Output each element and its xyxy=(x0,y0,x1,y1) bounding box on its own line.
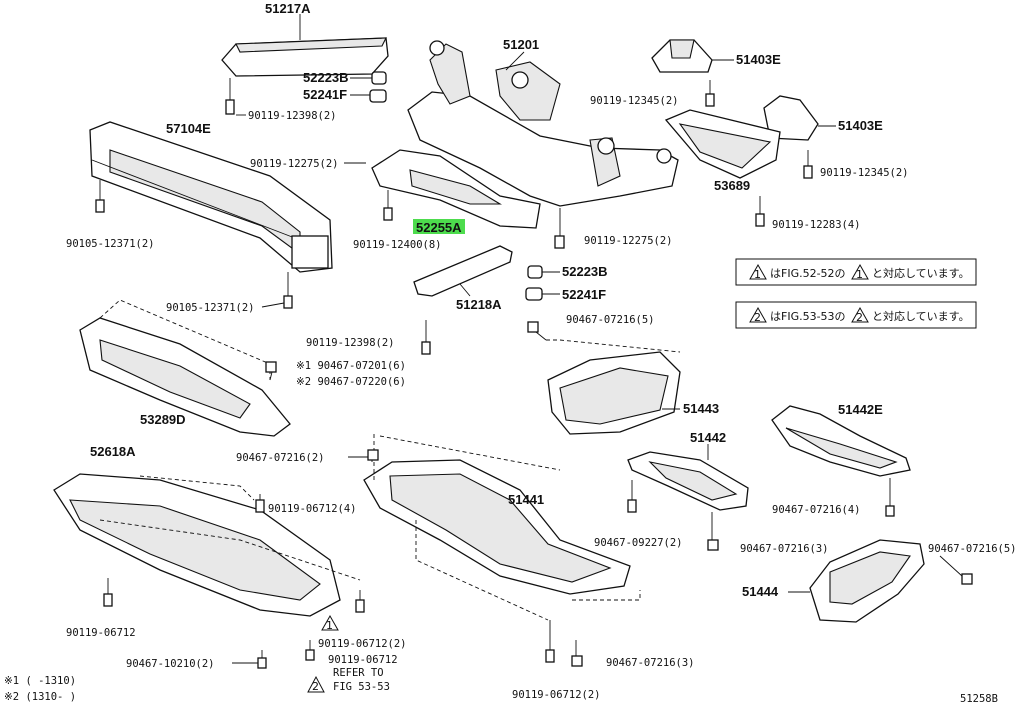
fastener-12283[interactable]: 90119-12283(4) xyxy=(772,219,861,231)
part-52223B[interactable]: 52223B xyxy=(562,264,608,279)
svg-text:2: 2 xyxy=(754,311,761,324)
part-51218A[interactable]: 51218A xyxy=(456,297,502,312)
part-51444[interactable]: 51444 xyxy=(742,584,779,599)
footnote-2: ※2 (1310- ) xyxy=(4,691,76,703)
svg-text:1: 1 xyxy=(754,268,761,281)
svg-text:と対応しています。: と対応しています。 xyxy=(872,266,970,280)
part-51217A-drawing xyxy=(221,14,389,115)
part-51443[interactable]: 51443 xyxy=(683,401,719,416)
fastener-12275-left[interactable]: 90119-12275(2) xyxy=(250,158,339,170)
fastener-07220[interactable]: ※2 90467-07220(6) xyxy=(296,376,406,388)
fastener-06712-plain[interactable]: 90119-06712 xyxy=(328,654,398,666)
part-51218A-drawing xyxy=(413,245,513,297)
svg-text:1: 1 xyxy=(856,268,863,281)
fastener-12371-a[interactable]: 90105-12371(2) xyxy=(66,238,155,250)
part-53689[interactable]: 53689 xyxy=(714,178,750,193)
cushions-top xyxy=(369,71,387,103)
fastener-12345-right[interactable]: 90119-12345(2) xyxy=(820,167,909,179)
part-51441[interactable]: 51441 xyxy=(508,492,544,507)
fastener-12400[interactable]: 90119-12400(8) xyxy=(353,239,442,251)
part-53289D[interactable]: 53289D xyxy=(140,412,186,427)
fastener-07201[interactable]: ※1 90467-07201(6) xyxy=(296,360,406,372)
fastener-12275-right[interactable]: 90119-12275(2) xyxy=(584,235,673,247)
part-53289D-drawing xyxy=(79,299,291,437)
part-51442E[interactable]: 51442E xyxy=(838,402,883,417)
svg-text:はFIG.52-52の: はFIG.52-52の xyxy=(770,267,846,280)
part-51444-drawing xyxy=(809,539,973,623)
note-box-1: 1 はFIG.52-52の 1 と対応しています。 xyxy=(735,258,977,286)
part-52255A[interactable]: 52255A xyxy=(416,220,462,235)
part-57104E-drawing xyxy=(89,121,333,309)
fastener-12371-b[interactable]: 90105-12371(2) xyxy=(166,302,255,314)
highlight-52255A xyxy=(413,219,465,234)
part-52618A-drawing xyxy=(53,473,365,669)
svg-text:はFIG.53-53の: はFIG.53-53の xyxy=(770,310,846,323)
part-51442-drawing xyxy=(627,444,749,551)
fastener-07216-2[interactable]: 90467-07216(2) xyxy=(236,452,325,464)
note-box-2: 2 はFIG.53-53の 2 と対応しています。 xyxy=(735,301,977,329)
svg-text:2: 2 xyxy=(856,311,863,324)
svg-text:と対応しています。: と対応しています。 xyxy=(872,309,970,323)
fastener-12345-top[interactable]: 90119-12345(2) xyxy=(590,95,679,107)
part-57104E[interactable]: 57104E xyxy=(166,121,211,136)
part-51443-drawing xyxy=(527,321,681,435)
part-51403E-top[interactable]: 51403E xyxy=(736,52,781,67)
fastener-07216-5b[interactable]: 90467-07216(5) xyxy=(928,543,1017,555)
fastener-07216-5a[interactable]: 90467-07216(5) xyxy=(566,314,655,326)
part-52241F-top[interactable]: 52241F xyxy=(303,87,347,102)
figure-id: 51258B xyxy=(960,693,998,705)
part-52241F[interactable]: 52241F xyxy=(562,287,606,302)
note-triangle-1-num: 1 xyxy=(326,619,333,632)
refer-note: 2 REFER TO FIG 53-53 xyxy=(307,667,390,693)
fastener-12398-mid[interactable]: 90119-12398(2) xyxy=(306,337,395,349)
part-51403E-top-drawing xyxy=(651,39,715,107)
part-51201-drawing xyxy=(407,40,679,249)
part-51442E-drawing xyxy=(771,405,911,517)
fastener-07216-3a[interactable]: 90467-07216(3) xyxy=(740,543,829,555)
part-51441-drawing xyxy=(363,434,641,667)
part-51217A[interactable]: 51217A xyxy=(265,1,311,16)
svg-text:2: 2 xyxy=(312,680,319,693)
fastener-07216-4[interactable]: 90467-07216(4) xyxy=(772,504,861,516)
footnote-1: ※1 ( -1310) xyxy=(4,675,76,687)
note-triangle-1 xyxy=(321,614,339,631)
fastener-06712-plain-left[interactable]: 90119-06712 xyxy=(66,627,136,639)
refer-line1: REFER TO xyxy=(333,667,384,679)
part-52255A-drawing xyxy=(371,149,541,229)
fastener-07216-3b[interactable]: 90467-07216(3) xyxy=(606,657,695,669)
part-51442[interactable]: 51442 xyxy=(690,430,726,445)
fastener-09227[interactable]: 90467-09227(2) xyxy=(594,537,683,549)
part-51201[interactable]: 51201 xyxy=(503,37,539,52)
part-52223B-top[interactable]: 52223B xyxy=(303,70,349,85)
part-52618A[interactable]: 52618A xyxy=(90,444,136,459)
fastener-06712-4[interactable]: 90119-06712(4) xyxy=(268,503,357,515)
fastener-06712-2[interactable]: 90119-06712(2) xyxy=(318,638,407,650)
fastener-06712-2b[interactable]: 90119-06712(2) xyxy=(512,689,601,701)
part-51403E[interactable]: 51403E xyxy=(838,118,883,133)
fastener-12398-top[interactable]: 90119-12398(2) xyxy=(248,110,337,122)
refer-line2: FIG 53-53 xyxy=(333,681,390,693)
fastener-10210[interactable]: 90467-10210(2) xyxy=(126,658,215,670)
part-51403E-drawing xyxy=(664,95,819,227)
